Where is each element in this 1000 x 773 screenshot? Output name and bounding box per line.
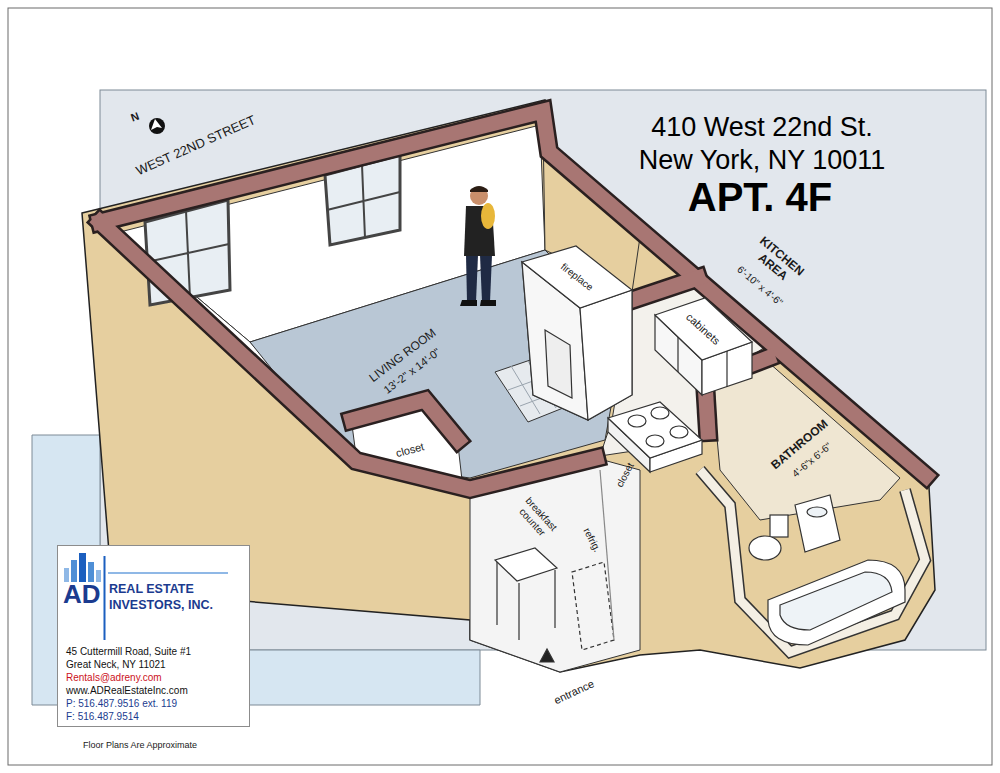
- website: www.ADRealEstateInc.com: [66, 685, 188, 697]
- logo-graphic: [57, 545, 250, 720]
- logo-name: REAL ESTATE: [109, 582, 194, 596]
- email: Rentals@adreny.com: [66, 672, 162, 684]
- plan-shape: [352, 400, 458, 440]
- plan-shape: [470, 186, 488, 192]
- plan-shape: [795, 495, 840, 552]
- plan-shape: [149, 118, 165, 134]
- plan-shape: [108, 572, 228, 574]
- address-line: 410 West 22nd St.: [651, 112, 873, 143]
- logo-initials: AD: [63, 580, 101, 610]
- plan-shape: [608, 402, 702, 458]
- wall-tops: [100, 111, 926, 489]
- plan-shape: [71, 560, 77, 582]
- kitchen-fixtures: [608, 298, 752, 472]
- fireplace-drawing: [522, 246, 632, 420]
- fax: F: 516.487.9514: [66, 711, 139, 723]
- plan-shape: [600, 470, 614, 640]
- bathroom-fixtures: [700, 470, 925, 652]
- plan-shape: [700, 470, 925, 652]
- plan-shape: [522, 246, 632, 308]
- plan-shape: [100, 111, 926, 489]
- person-figure: [460, 186, 496, 306]
- footnote: Floor Plans Are Approximate: [83, 740, 197, 750]
- plan-shape: [466, 255, 478, 302]
- plan-shape: [100, 111, 926, 476]
- plan-shape: [780, 572, 892, 630]
- plan-shape: [632, 278, 698, 300]
- plan-shape: [88, 562, 94, 582]
- plan-shape: [100, 111, 926, 489]
- apartment-title: APT. 4F: [688, 174, 832, 220]
- plan-shape: [481, 203, 495, 229]
- company-logo-box: AD REAL ESTATE INVESTORS, INC. 45 Cuttermil…: [57, 545, 250, 727]
- plan-shape: [460, 300, 496, 306]
- entry-fixtures: [495, 470, 614, 662]
- plan-shape: [678, 337, 727, 387]
- north-arrow: [149, 118, 165, 134]
- plan-shape: [151, 119, 162, 130]
- plan-shape: [655, 298, 752, 360]
- plan-shape: [632, 278, 698, 300]
- plan-shape: [700, 470, 925, 652]
- plan-shape: [580, 290, 632, 420]
- plan-shape: [104, 556, 106, 640]
- logo-name: INVESTORS, INC.: [109, 598, 213, 612]
- plan-shape: [651, 407, 669, 419]
- plan-shape: [497, 562, 555, 640]
- plan-shape: [545, 330, 572, 398]
- plan-shape: [79, 553, 86, 582]
- plan-shape: [646, 435, 664, 447]
- plan-shape: [495, 548, 557, 581]
- plan-shape: [749, 536, 781, 560]
- phone: P: 516.487.9516 ext. 119: [66, 698, 177, 710]
- plan-shape: [100, 111, 926, 476]
- plan-shape: [470, 187, 488, 205]
- plan-shape: [480, 255, 492, 302]
- plan-shape: [770, 515, 788, 537]
- plan-shape: [572, 562, 614, 650]
- plan-shape: [57, 545, 250, 720]
- address-line: 45 Cuttermill Road, Suite #1: [66, 646, 191, 658]
- plan-shape: [8, 8, 992, 765]
- plan-shape: [628, 415, 646, 427]
- plan-shape: [327, 165, 400, 238]
- plan-shape: [540, 649, 554, 662]
- plan-shape: [352, 400, 458, 440]
- plan-shape: [670, 426, 688, 438]
- plan-shape: [768, 560, 905, 645]
- address-line: Great Neck, NY 11021: [66, 659, 166, 671]
- page-ground: [8, 8, 992, 765]
- address-line: New York, NY 10011: [639, 145, 886, 176]
- plan-shape: [807, 507, 827, 517]
